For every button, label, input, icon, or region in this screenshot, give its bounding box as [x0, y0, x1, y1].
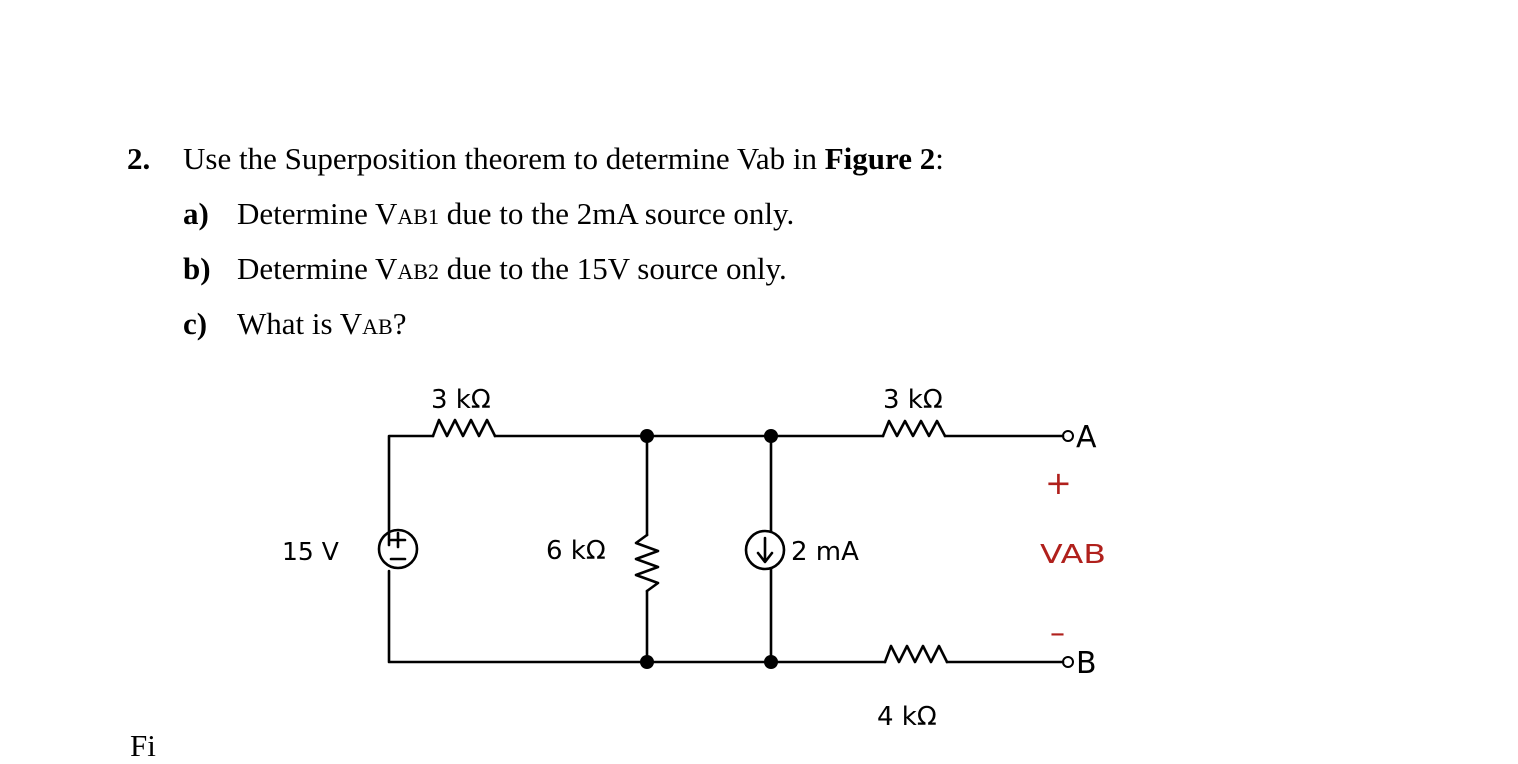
- label-current-source: 2 mA: [791, 537, 859, 567]
- wire-left-bottom: [387, 569, 887, 664]
- part-text-pre: Determine V: [237, 196, 398, 231]
- terminal-a-circle: [1062, 430, 1074, 442]
- part-text-pre: Determine V: [237, 251, 398, 286]
- question-2: 2. Use the Superposition theorem to deter…: [127, 141, 944, 177]
- part-text-post: ?: [392, 306, 407, 341]
- question-number: 2.: [127, 141, 151, 176]
- figure-reference: Figure 2: [824, 141, 936, 176]
- label-resistor-middle: 6 kΩ: [546, 536, 606, 566]
- node-dot: [640, 655, 654, 669]
- voltage-source-plus: [389, 531, 407, 549]
- resistor-middle-zigzag: [634, 533, 660, 593]
- label-vab-minus: –: [1050, 616, 1065, 651]
- label-resistor-bottom-right: 4 kΩ: [877, 702, 937, 732]
- current-source-arrow: [756, 536, 774, 564]
- part-subscript: AB2: [397, 259, 439, 284]
- resistor-top-left-zigzag: [431, 418, 497, 438]
- question-text: Use the Superposition theorem to determi…: [183, 141, 825, 176]
- node-dot: [764, 429, 778, 443]
- node-dot: [640, 429, 654, 443]
- resistor-top-right-zigzag: [881, 419, 947, 438]
- label-resistor-top-right: 3 kΩ: [883, 385, 943, 415]
- part-subscript: AB1: [397, 204, 439, 229]
- label-vab: VAB: [1040, 540, 1106, 570]
- part-label: a): [183, 196, 209, 231]
- label-terminal-b: B: [1076, 646, 1097, 681]
- question-colon: :: [935, 141, 944, 176]
- part-a: a) Determine VAB1 due to the 2mA source o…: [183, 196, 794, 235]
- part-b: b) Determine VAB2 due to the 15V source o…: [183, 251, 787, 290]
- part-text-post: due to the 15V source only.: [438, 251, 787, 286]
- part-subscript: AB: [362, 314, 393, 339]
- resistor-bottom-right-zigzag: [883, 644, 949, 664]
- part-text-pre: What is V: [237, 306, 363, 341]
- label-voltage-source: 15 V: [282, 537, 339, 566]
- label-terminal-a: A: [1076, 420, 1097, 455]
- part-label: c): [183, 306, 208, 341]
- figure-caption-cut: Fi: [130, 728, 156, 763]
- node-dot: [764, 655, 778, 669]
- wire-left-top: [387, 434, 435, 547]
- voltage-source-circle: [377, 528, 419, 570]
- label-vab-plus: +: [1045, 464, 1072, 502]
- circuit-diagram: 3 kΩ 3 kΩ 15 V 6 kΩ 2 mA 4 kΩ A B + VAB …: [282, 385, 1106, 732]
- current-source-circle: [744, 529, 786, 571]
- terminal-b-circle: [1062, 656, 1074, 668]
- part-text-post: due to the 2mA source only.: [438, 196, 795, 231]
- part-label: b): [183, 251, 211, 286]
- part-c: c) What is VAB?: [183, 306, 406, 345]
- label-resistor-top-left: 3 kΩ: [431, 385, 491, 415]
